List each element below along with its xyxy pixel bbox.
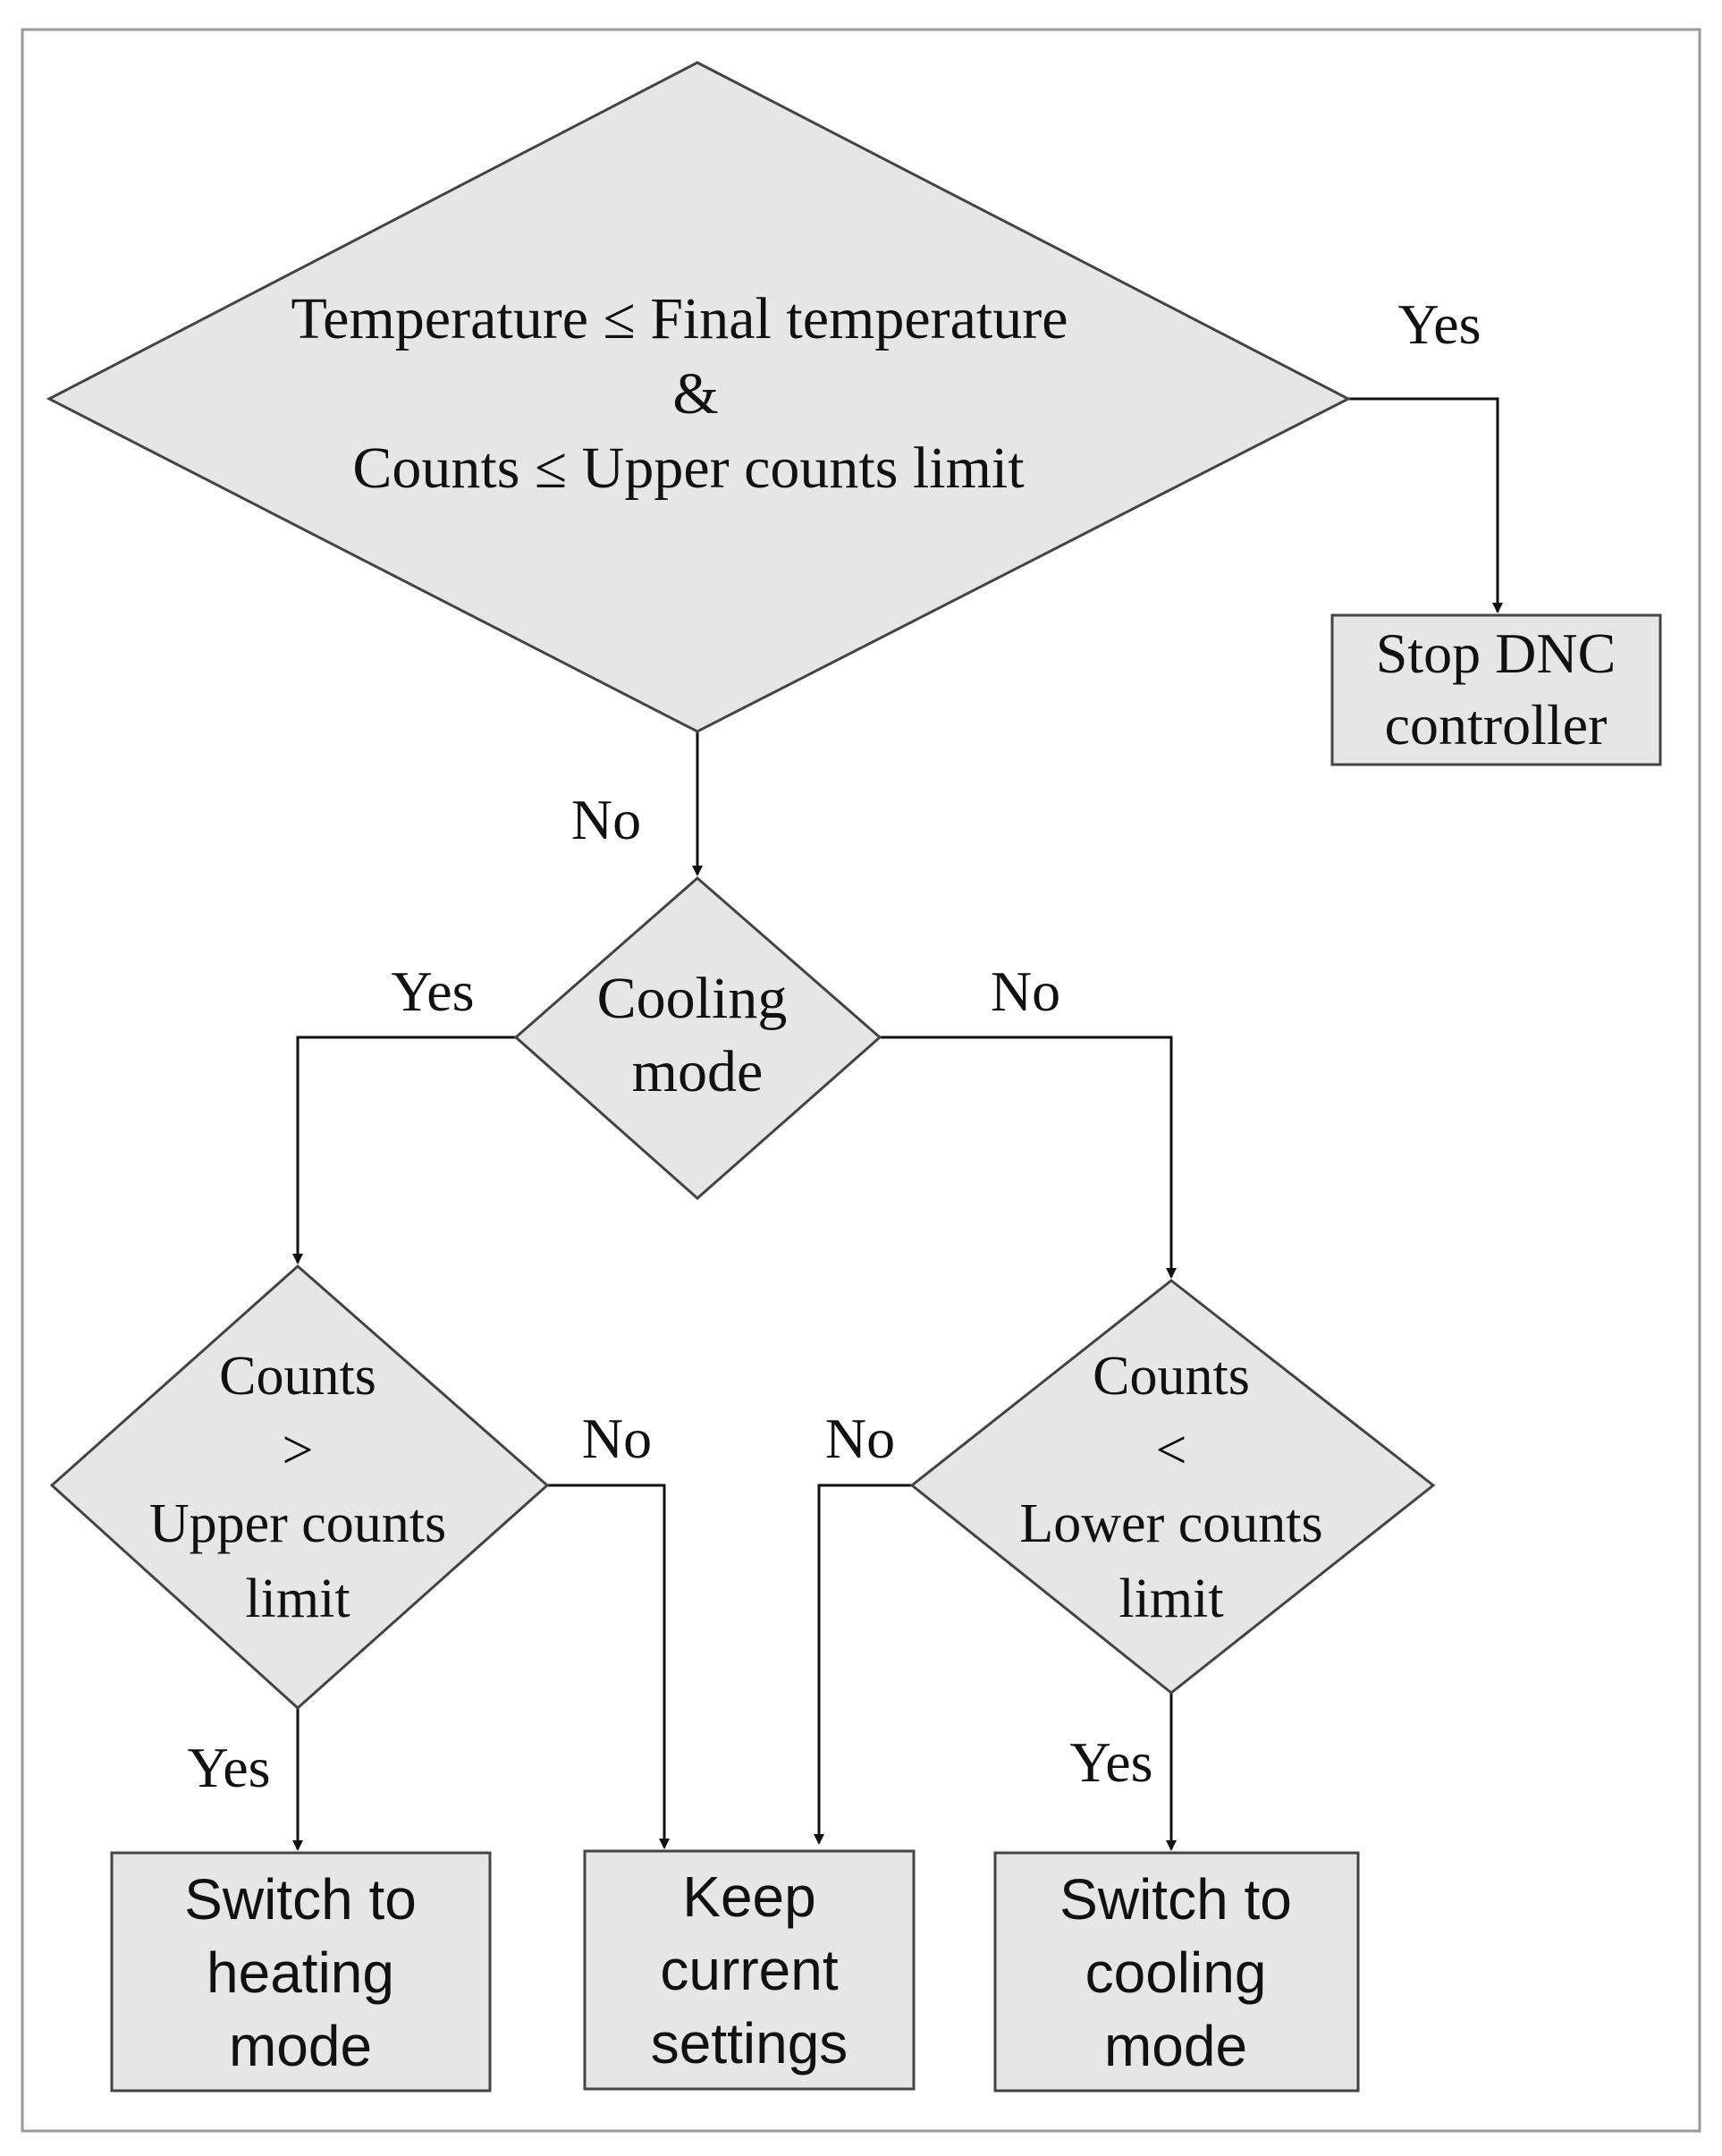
label-main-yes: Yes	[1397, 292, 1481, 356]
cooling-mode-diamond	[513, 876, 882, 1201]
cooling-mode-line1: Cooling	[597, 966, 788, 1031]
edge-cooling-no-to-lower	[880, 1036, 1177, 1279]
edge-cooling-yes-to-upper	[292, 1036, 516, 1264]
label-upper-no: No	[582, 1407, 652, 1470]
lower-counts-diamond	[909, 1279, 1436, 1695]
upper-counts-line3: Upper counts	[149, 1493, 446, 1554]
keep-box-line2: current	[660, 1938, 838, 2002]
heating-box-line1: Switch to	[184, 1867, 417, 1932]
label-cooling-no: No	[991, 960, 1060, 1023]
upper-counts-line4: limit	[245, 1568, 350, 1629]
main-decision-diamond	[46, 61, 1352, 733]
main-decision-line1: Temperature ≤ Final temperature	[291, 286, 1068, 351]
upper-counts-line2: >	[283, 1420, 314, 1481]
cooling-box-line1: Switch to	[1059, 1867, 1292, 1932]
edge-lower-no-to-keep	[814, 1484, 912, 1845]
heating-box-line3: mode	[229, 2014, 372, 2078]
upper-counts-line1: Counts	[219, 1346, 376, 1407]
keep-box-line3: settings	[651, 2011, 848, 2076]
label-upper-yes: Yes	[187, 1736, 270, 1799]
switch-to-cooling-box	[993, 1851, 1360, 2093]
switch-to-heating-box	[110, 1851, 492, 2093]
label-cooling-yes: Yes	[391, 960, 474, 1023]
keep-box-line1: Keep	[682, 1864, 815, 1929]
label-lower-no: No	[825, 1407, 895, 1470]
heating-box-line2: heating	[207, 1940, 394, 2005]
keep-current-settings-box	[583, 1849, 916, 2091]
label-main-no: No	[571, 788, 641, 851]
edge-main-yes-to-stop	[1348, 397, 1503, 613]
edge-upper-no-to-keep	[547, 1484, 670, 1849]
stop-dnc-box	[1330, 613, 1662, 766]
lower-counts-line4: limit	[1118, 1568, 1223, 1629]
main-decision-line2: &	[672, 361, 718, 427]
label-lower-yes: Yes	[1069, 1730, 1152, 1794]
cooling-box-line3: mode	[1104, 2014, 1247, 2078]
lower-counts-line3: Lower counts	[1019, 1493, 1322, 1554]
cooling-mode-line2: mode	[632, 1039, 764, 1104]
stop-box-line1: Stop DNC	[1376, 621, 1616, 685]
upper-counts-diamond	[49, 1264, 550, 1711]
stop-box-line2: controller	[1385, 693, 1608, 757]
lower-counts-line2: <	[1156, 1420, 1187, 1481]
cooling-box-line2: cooling	[1085, 1940, 1267, 2005]
lower-counts-line1: Counts	[1093, 1346, 1250, 1407]
main-decision-line3: Counts ≤ Upper counts limit	[352, 435, 1024, 501]
